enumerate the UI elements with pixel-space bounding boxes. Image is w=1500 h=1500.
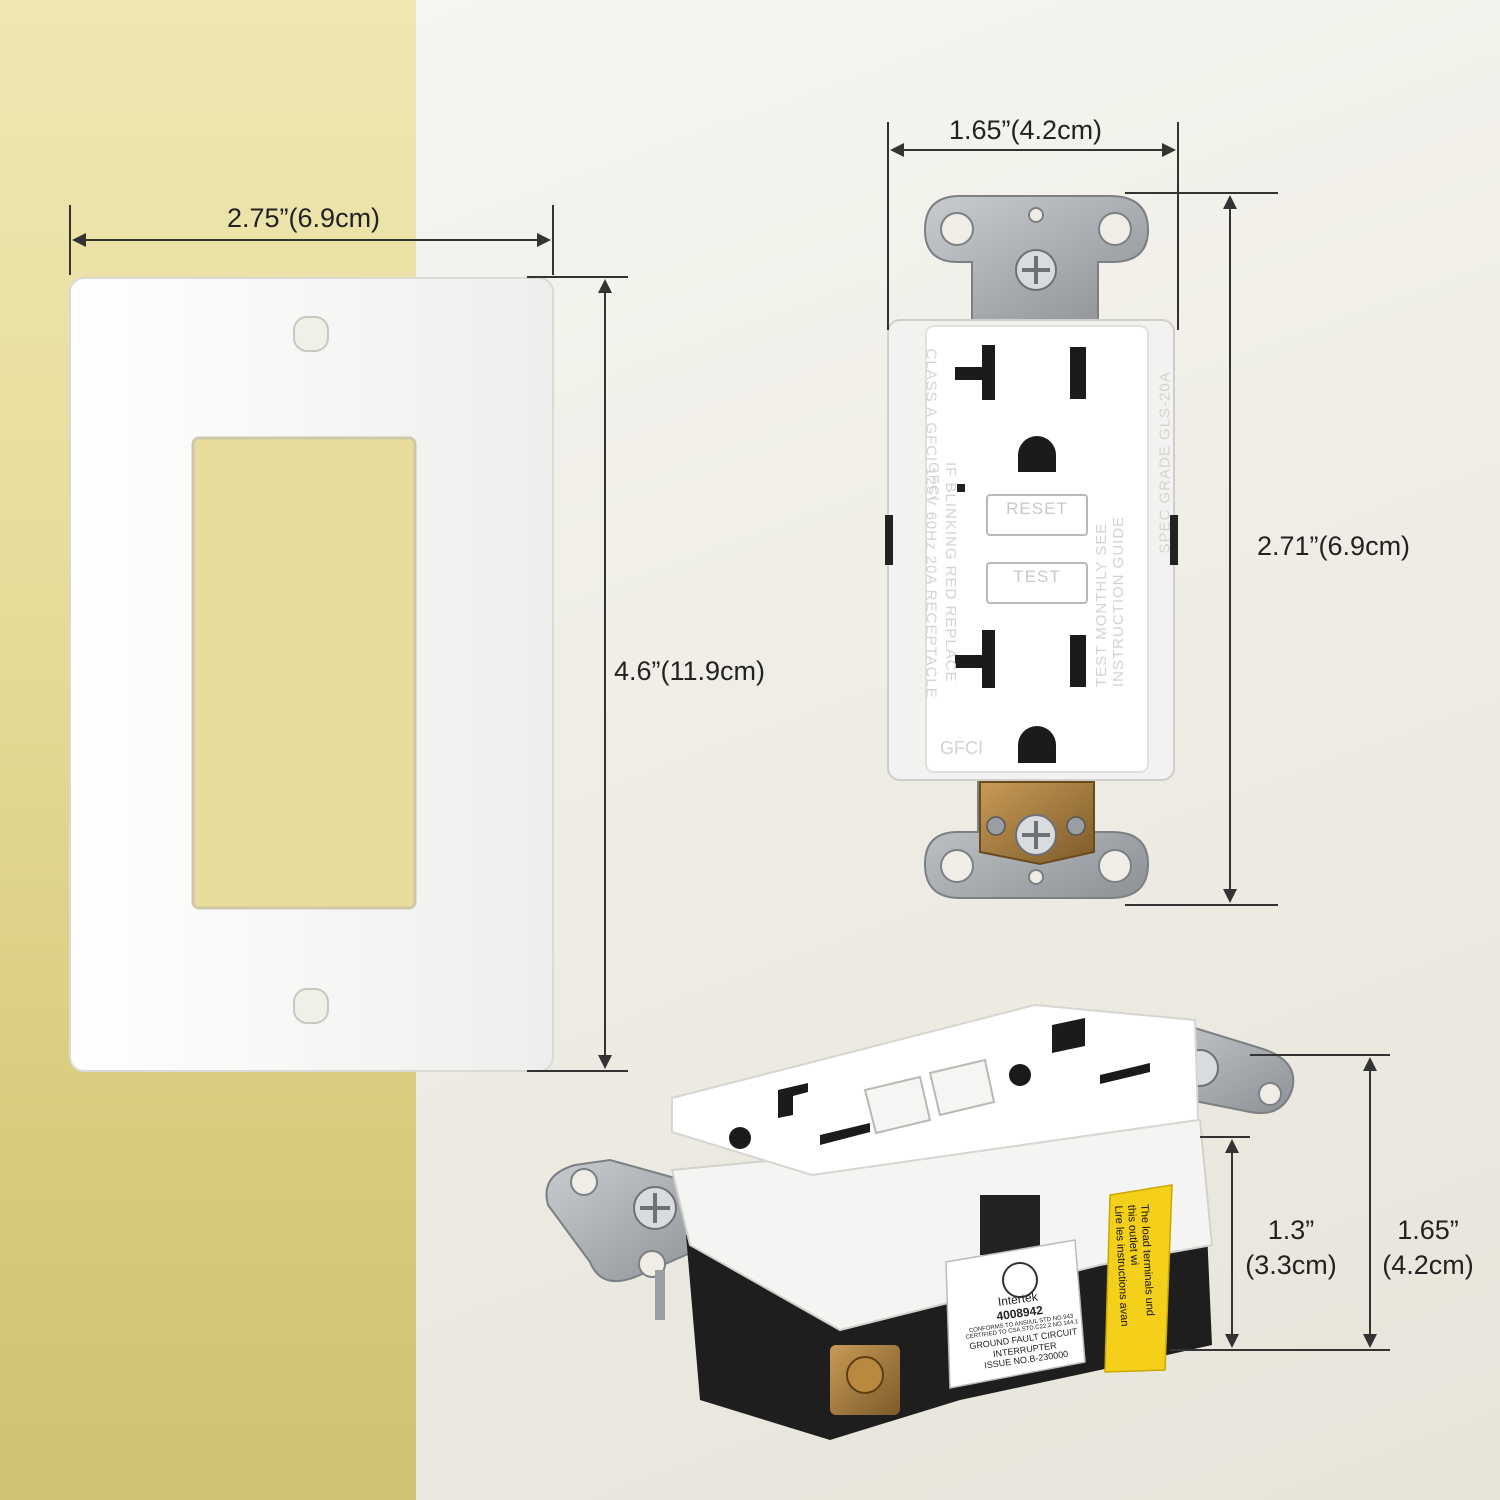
outlet-right-print: TEST MONTHLY SEE INSTRUCTION GUIDE bbox=[1093, 515, 1127, 687]
body-depth-label: 1.3” (3.3cm) bbox=[1236, 1213, 1346, 1283]
total-depth-label: 1.65” (4.2cm) bbox=[1376, 1213, 1480, 1283]
total-depth-inches: 1.65” bbox=[1397, 1215, 1459, 1245]
outlet-dimension-lines bbox=[887, 122, 1278, 906]
outlet-right-print-2: SPEC GRADE GLS-20A bbox=[1156, 371, 1174, 554]
test-button-shape bbox=[986, 562, 1088, 604]
gfci-outlet-front bbox=[885, 195, 1178, 899]
warning-label-shape bbox=[1104, 1184, 1173, 1373]
reset-button-shape bbox=[986, 494, 1088, 536]
plate-dimension-lines bbox=[69, 205, 628, 1072]
outlet-left-print-2: IF BLINKING RED REPLACE GFCI bbox=[925, 462, 959, 683]
wall-plate bbox=[69, 277, 554, 1072]
plate-width-label: 2.75”(6.9cm) bbox=[227, 203, 381, 233]
plate-screw-hole-bottom bbox=[293, 988, 329, 1024]
outlet-width-label: 1.65”(4.2cm) bbox=[949, 115, 1103, 145]
gfci-label: GFCI bbox=[940, 738, 983, 758]
plate-screw-hole-top bbox=[293, 316, 329, 352]
plate-opening bbox=[191, 436, 417, 910]
outlet-height-label: 2.71”(6.9cm) bbox=[1257, 531, 1411, 561]
total-depth-cm: (4.2cm) bbox=[1382, 1250, 1474, 1281]
gfci-outlet-side bbox=[545, 1003, 1295, 1440]
plate-height-label: 4.6”(11.9cm) bbox=[614, 656, 766, 686]
body-depth-inches: 1.3” bbox=[1267, 1215, 1315, 1245]
reset-button-label: RESET bbox=[1006, 499, 1068, 518]
test-button-label: TEST bbox=[1013, 567, 1061, 586]
depth-dimension-lines bbox=[1170, 1054, 1390, 1351]
body-depth-cm: (3.3cm) bbox=[1245, 1250, 1337, 1281]
certification-label-shape bbox=[945, 1239, 1086, 1389]
